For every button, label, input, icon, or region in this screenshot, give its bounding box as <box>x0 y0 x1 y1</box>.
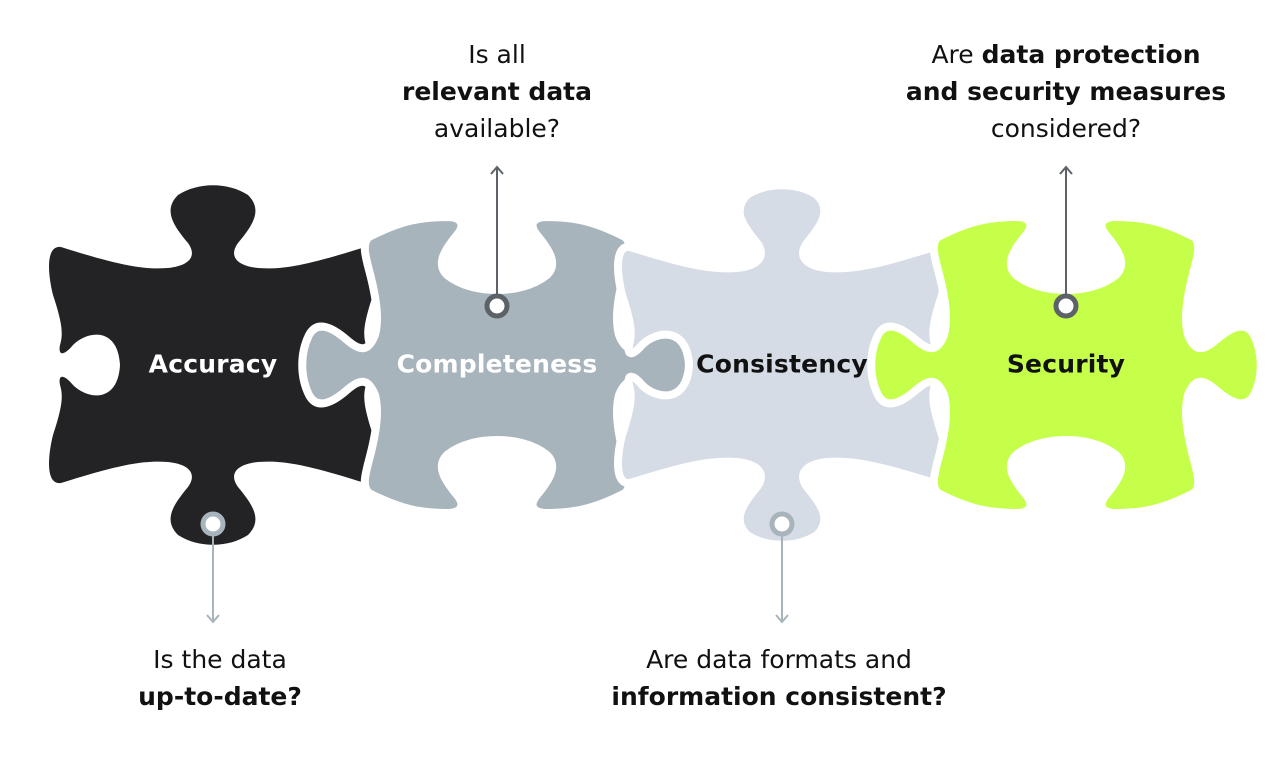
question-emphasis: relevant data <box>401 77 593 106</box>
question-text: Is all <box>468 40 526 69</box>
question-text: available? <box>433 114 561 143</box>
connector-completeness <box>484 165 510 319</box>
question-emphasis: information consistent? <box>611 682 947 711</box>
piece-label-consistency: Consistency <box>696 349 868 379</box>
question-text: considered? <box>990 114 1142 143</box>
piece-label-security: Security <box>1006 349 1126 379</box>
connector-security <box>1053 165 1079 319</box>
piece-label-completeness: Completeness <box>396 349 598 379</box>
connector-dot-icon <box>769 511 795 537</box>
question-emphasis: data protection <box>981 40 1201 69</box>
connector-accuracy <box>200 511 226 624</box>
question-completeness: Is all relevant data available? <box>402 36 592 147</box>
question-text: Are <box>931 40 974 69</box>
question-emphasis: and security measures <box>905 77 1227 106</box>
connector-consistency <box>769 511 795 624</box>
connector-dot-icon <box>200 511 226 537</box>
question-emphasis: up-to-date? <box>138 682 302 711</box>
question-text: Is the data <box>153 645 287 674</box>
connector-dot-icon <box>484 293 510 319</box>
question-text: Are data formats and <box>646 645 912 674</box>
connector-dot-icon <box>1053 293 1079 319</box>
question-accuracy: Is the data up-to-date? <box>138 641 302 715</box>
piece-label-accuracy: Accuracy <box>148 349 278 379</box>
question-security: Are data protection and security measure… <box>906 36 1226 147</box>
question-consistency: Are data formats and information consist… <box>611 641 946 715</box>
